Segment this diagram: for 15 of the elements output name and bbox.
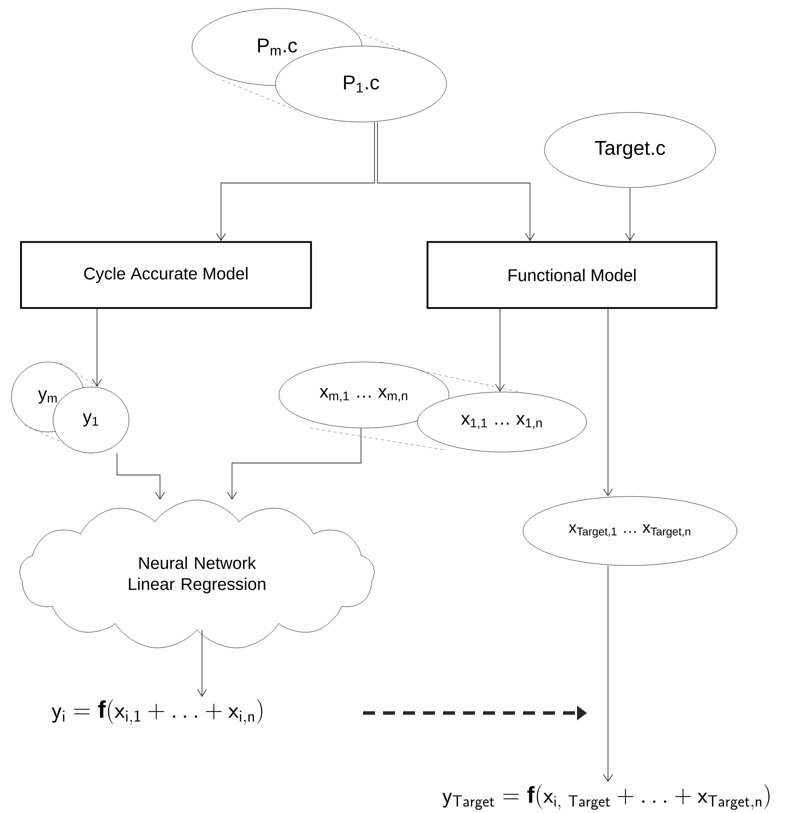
arrow <box>197 630 207 697</box>
arrow <box>116 452 165 500</box>
arrow <box>377 122 535 242</box>
arrow <box>216 122 375 242</box>
arrow <box>92 308 102 387</box>
model-box: Functional Model <box>426 241 718 309</box>
arrow <box>603 308 613 496</box>
arrow <box>227 428 362 500</box>
formula: $\mathsf{y_{Target} = \textbf{f}(x_{i,\ Target} + \ldots + x_{Target,n})}$ <box>442 784 770 810</box>
arrow <box>625 187 635 242</box>
arrow <box>495 308 505 392</box>
regression-cloud: Neural Network Linear Regression <box>20 500 374 648</box>
arrow <box>603 565 613 782</box>
model-box: Cycle Accurate Model <box>20 241 312 309</box>
formula: $\mathsf{y_{i} = \textbf{f}(x_{i,1} + \ldots + x_{i,n})}$ <box>52 699 262 725</box>
